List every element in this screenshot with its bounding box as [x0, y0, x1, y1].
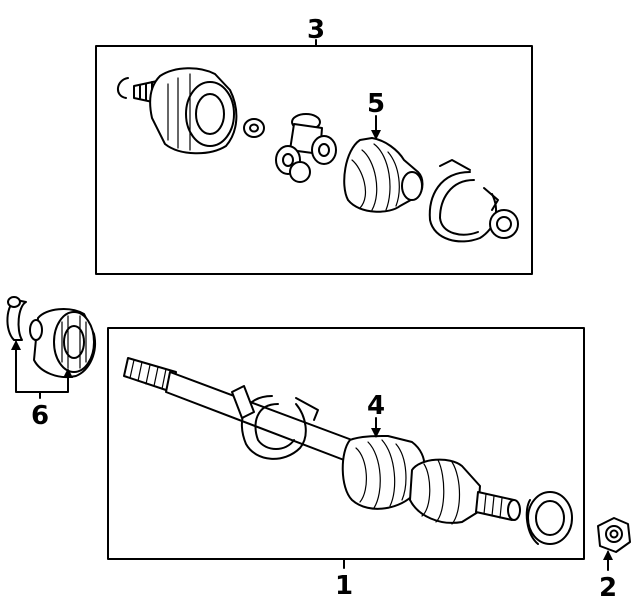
callout-6-arrowhead-right	[63, 368, 73, 378]
snap-ring-part	[117, 77, 129, 99]
callout-6-arrowhead-left	[11, 340, 21, 350]
callout-6-bracket	[15, 341, 69, 393]
tripod-joint-part	[275, 113, 337, 183]
axle-assembly-box	[107, 327, 585, 560]
callout-2-arrowhead	[603, 550, 613, 560]
callout-1: 1	[335, 571, 353, 601]
inner-joint-assembly-group	[95, 39, 533, 275]
outer-race-part	[29, 308, 96, 378]
inner-joint-kit-box	[95, 45, 533, 275]
inner-boot-part	[343, 137, 424, 213]
nut-group	[597, 517, 631, 571]
callout-4-arrowhead	[371, 428, 381, 438]
axle-shaft-part	[165, 371, 353, 461]
washer-part	[243, 118, 265, 138]
outer-cv-joint-part	[409, 458, 521, 525]
axle-nut-part	[597, 517, 631, 553]
callout-6: 6	[31, 401, 49, 431]
inner-joint-housing-part	[133, 67, 238, 155]
shaft-clamp-part	[231, 385, 319, 460]
axle-assembly-group	[107, 327, 585, 569]
callout-5: 5	[367, 89, 385, 119]
callout-4: 4	[367, 391, 385, 421]
clip-ring-part	[6, 296, 27, 341]
seal-ring-part	[525, 491, 573, 545]
boot-clamp-part	[428, 159, 519, 243]
outer-joint-group	[6, 296, 96, 399]
callout-3: 3	[307, 15, 325, 45]
callout-5-arrowhead	[371, 130, 381, 140]
callout-2: 2	[599, 573, 617, 603]
